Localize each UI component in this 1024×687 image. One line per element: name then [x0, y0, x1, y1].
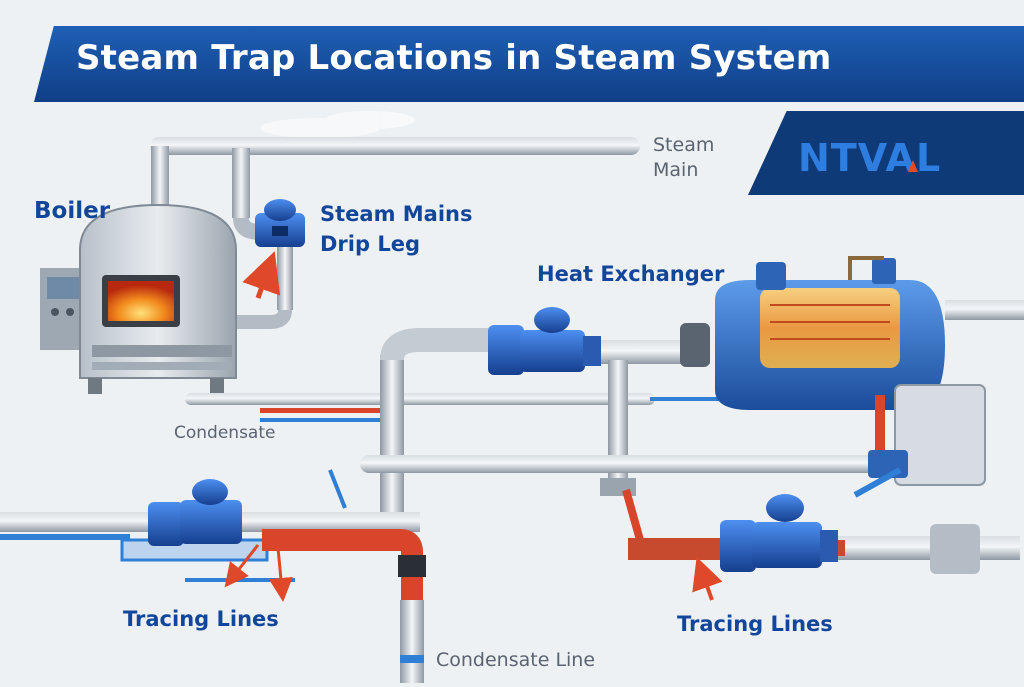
process-lines [0, 455, 890, 582]
label-heat-exchanger: Heat Exchanger [537, 262, 725, 286]
steam-main-pipe [150, 137, 640, 329]
flame-icon [108, 281, 174, 321]
label-steam-main-2: Main [653, 159, 699, 181]
label-boiler: Boiler [34, 198, 111, 224]
boiler-icon [40, 203, 237, 394]
steam-trap-right [720, 494, 838, 572]
page-title: Steam Trap Locations in Steam System [76, 38, 832, 78]
label-tracing-lines-right: Tracing Lines [677, 612, 833, 636]
steam-trap-center [488, 307, 601, 375]
label-tracing-lines-left: Tracing Lines [123, 607, 279, 631]
label-condensate-line: Condensate Line [436, 649, 596, 671]
logo-panel [748, 111, 1024, 195]
steam-trap-drip-leg [255, 199, 305, 247]
flow-arrow-icon [224, 544, 260, 588]
steam-trap-left [148, 479, 242, 546]
logo: NTVAL [798, 136, 942, 180]
label-drip-leg-1: Steam Mains [320, 202, 473, 226]
tracing-line-left [224, 529, 426, 685]
flow-arrow-icon [242, 251, 281, 299]
title-banner [34, 26, 1024, 102]
condensate-return-lines [185, 393, 760, 422]
logo-accent-icon [908, 160, 918, 172]
label-condensate: Condensate [174, 423, 276, 443]
label-steam-main-1: Steam [653, 134, 715, 156]
steam-vapour [260, 111, 415, 138]
label-drip-leg-2: Drip Leg [320, 232, 420, 256]
heat-exchanger-icon [680, 256, 1024, 498]
